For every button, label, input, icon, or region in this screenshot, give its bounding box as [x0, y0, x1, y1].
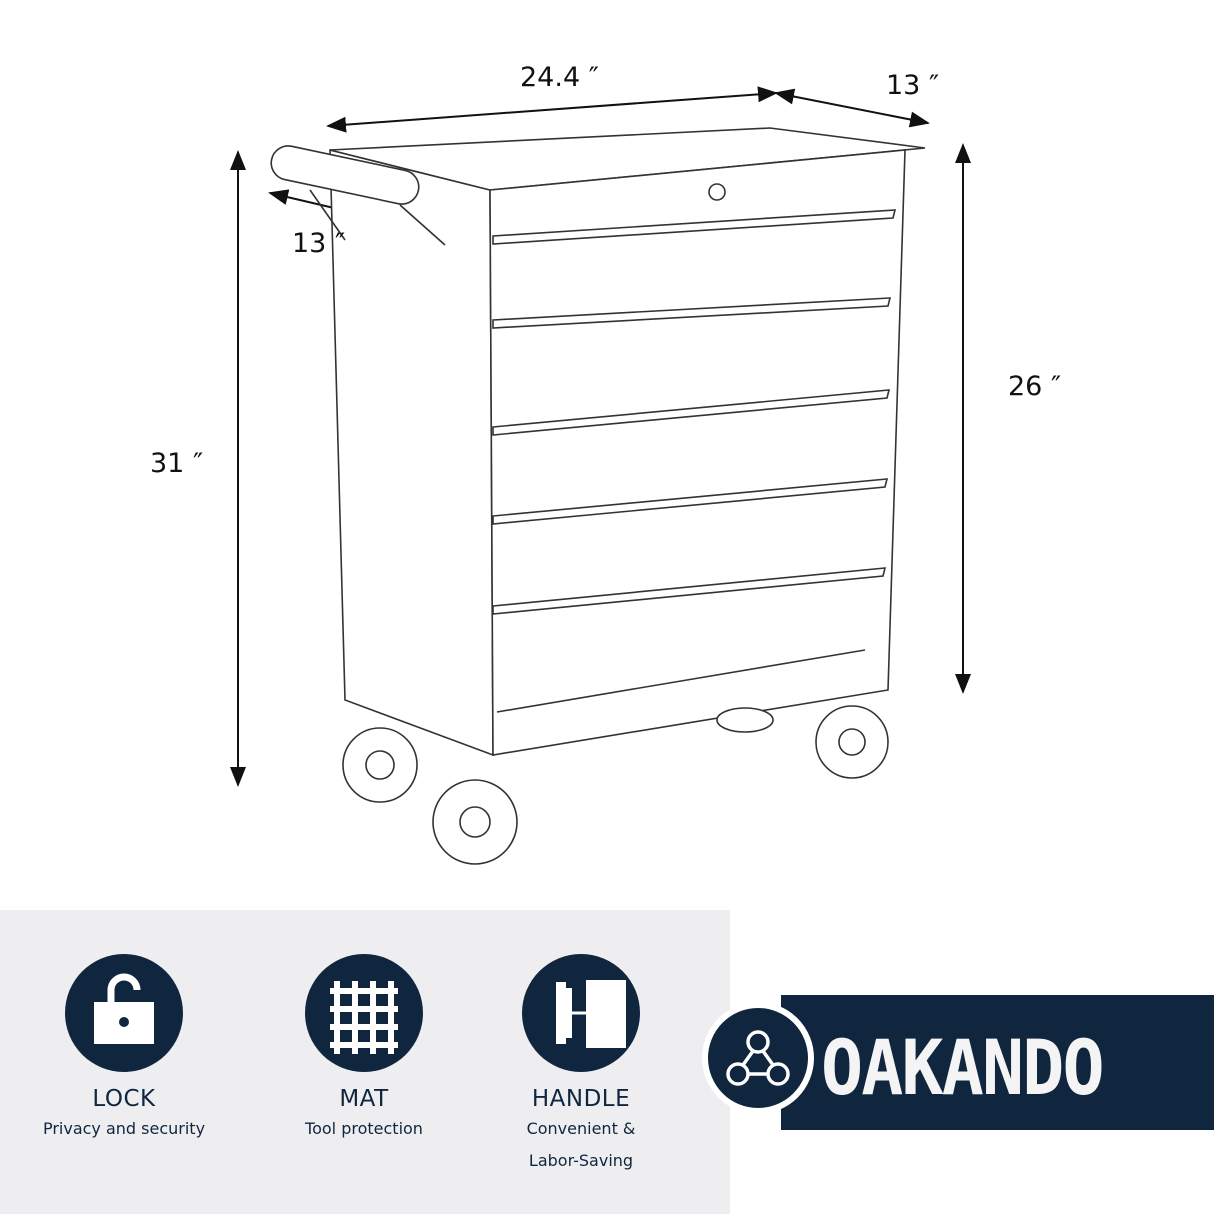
drawer-handle	[492, 478, 889, 525]
handle-depth-label: 13 ″	[292, 228, 346, 259]
three-node-icon	[702, 1002, 814, 1114]
drawer-handle	[492, 297, 892, 329]
feature-subtitle: Convenient &	[526, 1119, 636, 1138]
handle-icon	[522, 954, 640, 1072]
drawer-handle	[492, 567, 887, 615]
feature-title: LOCK	[92, 1086, 156, 1112]
feature-handle: HANDLE Convenient & Labor-Saving	[461, 954, 701, 1176]
feature-subtitle: Labor-Saving	[528, 1151, 634, 1170]
feature-mat: MAT Tool protection	[244, 954, 484, 1144]
drawer-handle	[492, 209, 897, 245]
cart-handle-bar	[270, 145, 420, 205]
cart-top	[329, 127, 926, 191]
total-height-label: 31 ″	[150, 448, 204, 479]
mat-grid-icon	[305, 954, 423, 1072]
cart-side	[329, 148, 494, 757]
wheel	[716, 707, 774, 733]
feature-title: HANDLE	[531, 1086, 631, 1112]
depth-label: 13 ″	[886, 70, 940, 101]
feature-subtitle: Tool protection	[305, 1119, 423, 1138]
brand-name: OAKANDO	[821, 1023, 1105, 1112]
feature-subtitle: Privacy and security	[42, 1119, 206, 1138]
lock-icon	[65, 954, 183, 1072]
tool-cart-line-drawing	[230, 86, 971, 865]
body-height-label: 26 ″	[1008, 371, 1062, 402]
lock-keyhole	[708, 183, 726, 201]
width-label: 24.4 ″	[520, 62, 599, 93]
feature-lock: LOCK Privacy and security	[4, 954, 244, 1144]
brand-logo-bar: OAKANDO	[781, 995, 1214, 1130]
width-arrow	[326, 86, 778, 133]
feature-title: MAT	[339, 1086, 389, 1112]
drawer-handle	[492, 389, 891, 436]
depth-arrow	[774, 88, 930, 128]
